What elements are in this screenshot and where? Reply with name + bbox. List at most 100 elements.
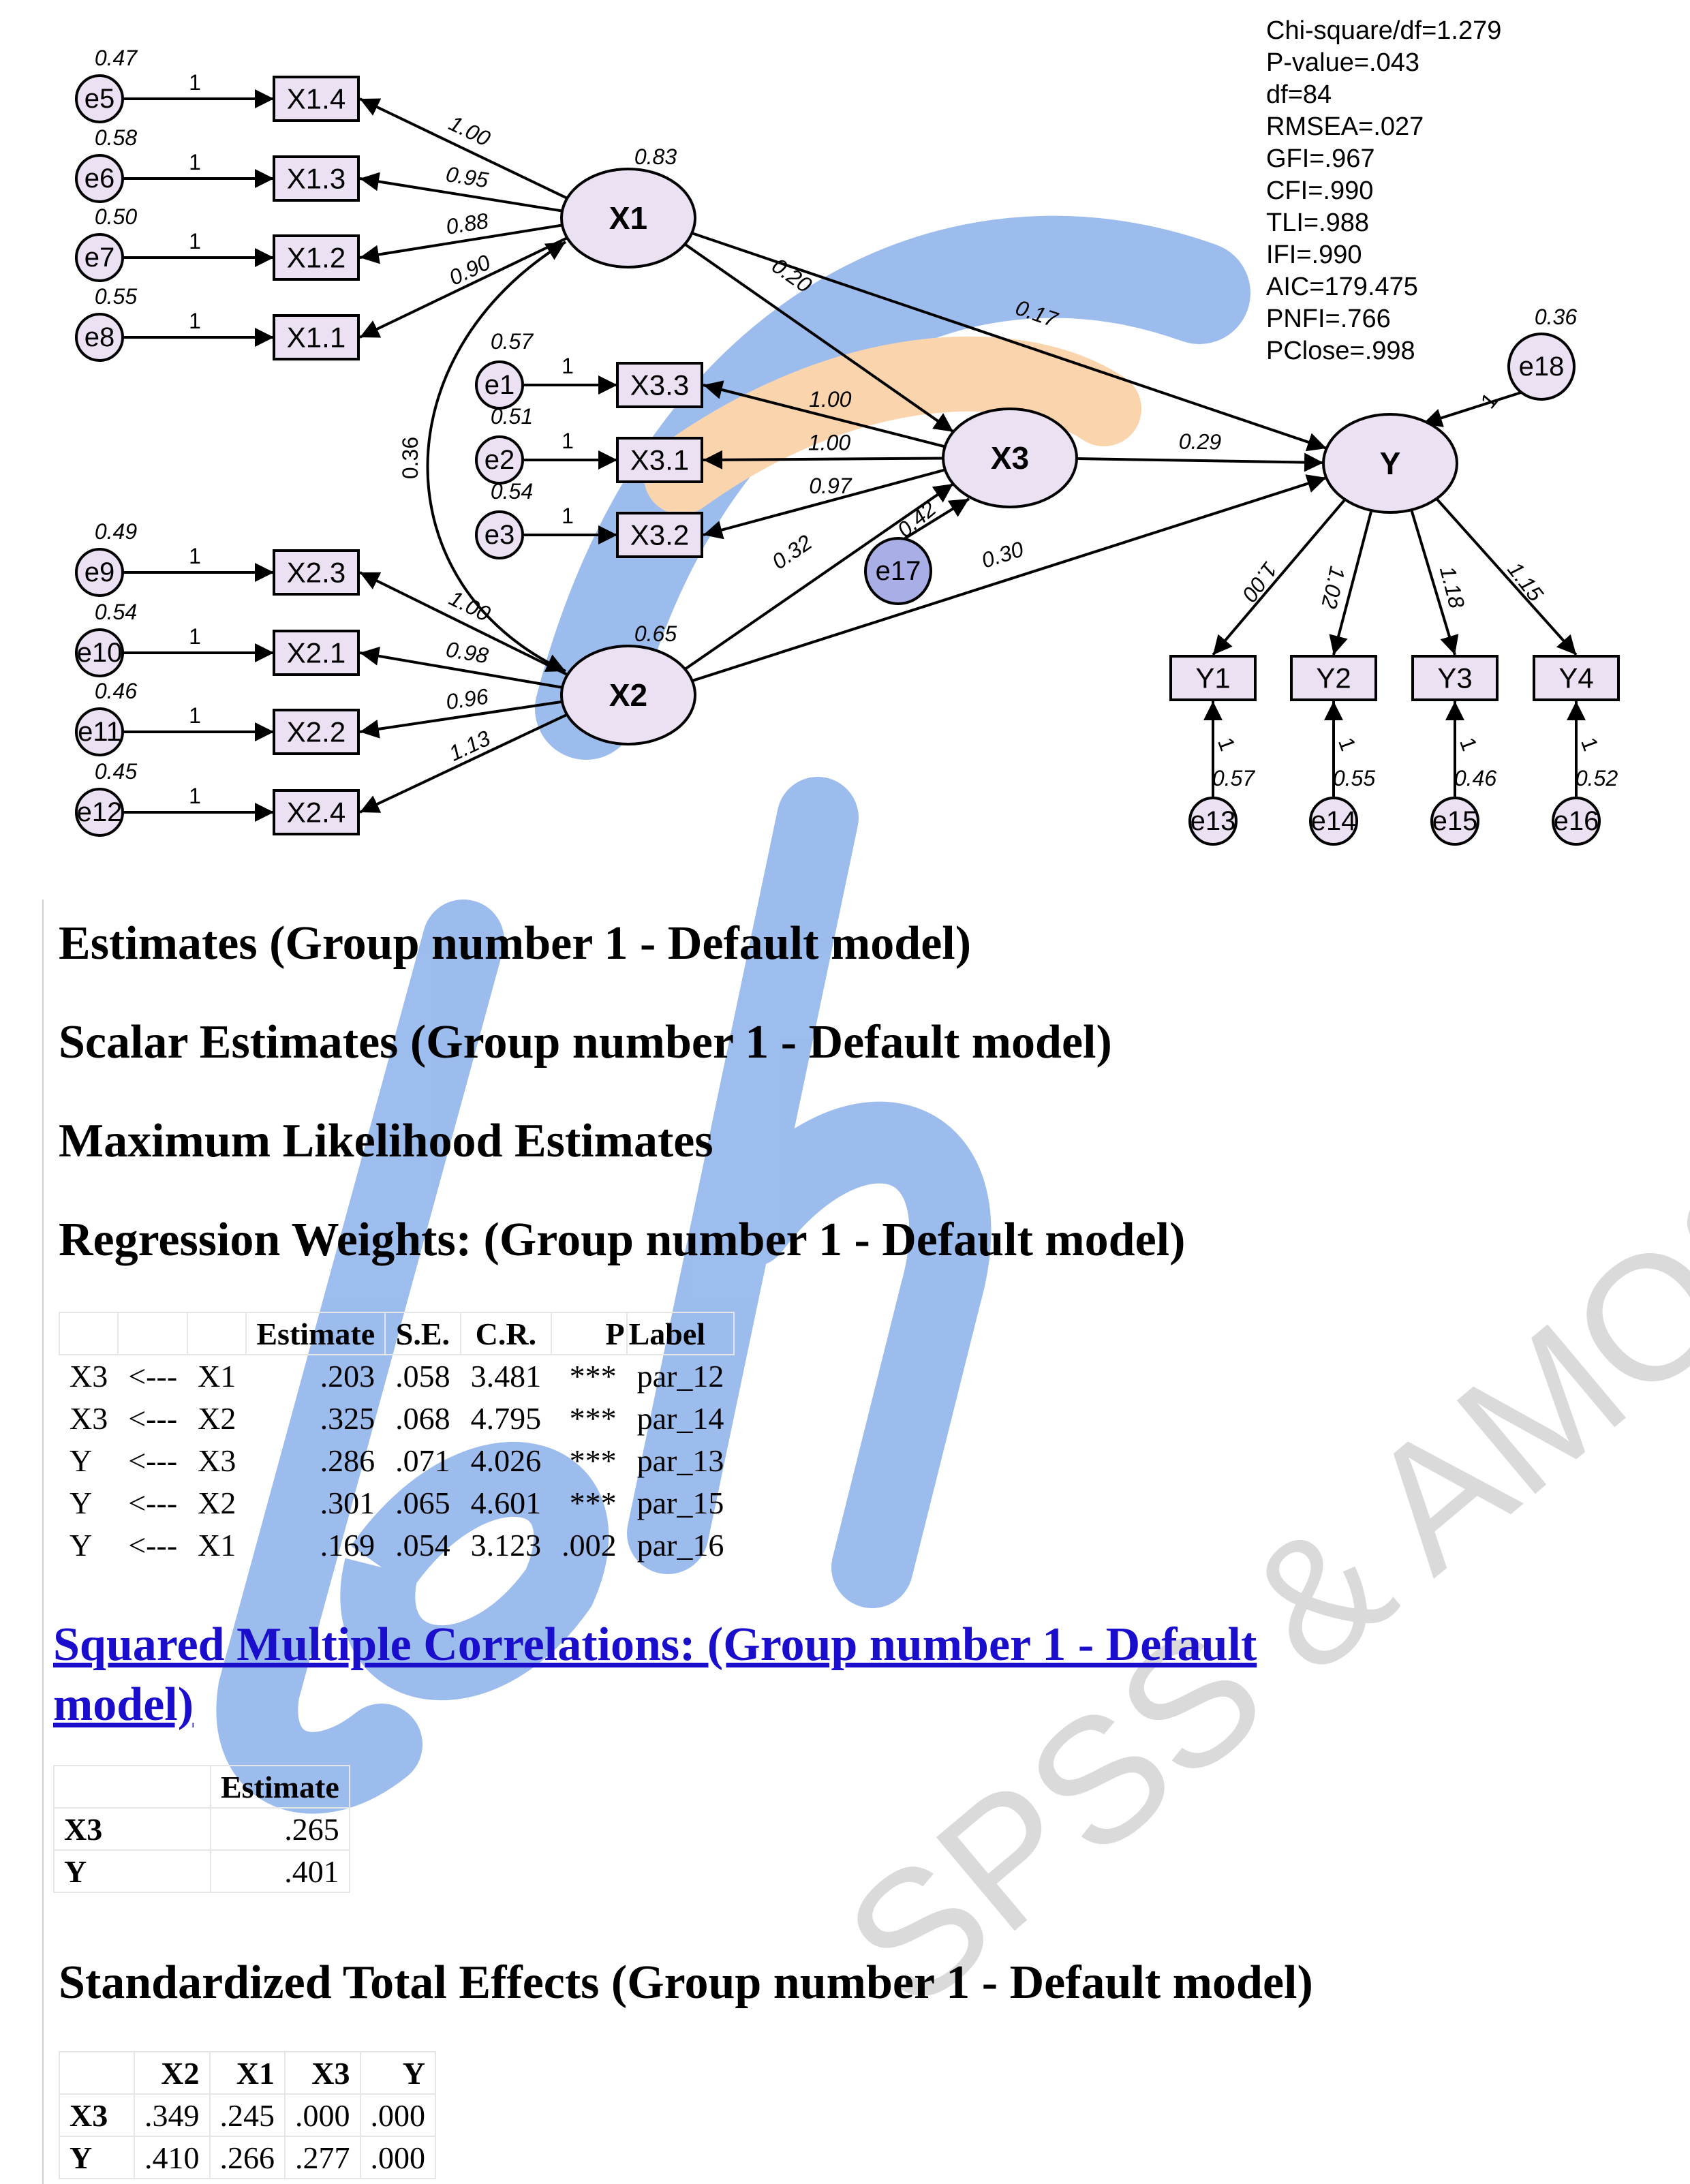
indicator-label: X2.1	[287, 637, 345, 669]
cell: .401	[210, 1849, 350, 1893]
error-term	[75, 74, 124, 123]
loading-path	[359, 97, 568, 200]
cell: .410	[134, 2136, 211, 2179]
error-term	[75, 628, 124, 677]
col-header: X1	[209, 2051, 286, 2095]
error-variance-label: 0.50	[95, 204, 137, 229]
watermark-arc-orange	[644, 336, 1141, 514]
indicator-label: Y4	[1558, 662, 1593, 694]
error-variance-label: 0.46	[1454, 766, 1496, 790]
table-row: X3 .349 .245 .000 .000	[59, 2093, 436, 2137]
loading-path	[359, 236, 568, 339]
cell: ***	[569, 1443, 617, 1478]
cell: X1	[198, 1358, 236, 1394]
cell: X1	[198, 1527, 236, 1563]
col-header	[58, 1312, 119, 1355]
cell: 4.026	[470, 1443, 542, 1478]
cell: 3.123	[470, 1527, 542, 1563]
error-variance-label: 0.54	[95, 600, 137, 624]
watermark-arc-blue	[535, 215, 1250, 760]
cell: X3	[198, 1443, 236, 1478]
indicator-box	[1169, 655, 1257, 701]
cell: .301	[320, 1485, 375, 1520]
cell: .068	[395, 1400, 450, 1436]
error-term	[75, 548, 124, 597]
left-border	[42, 899, 44, 2184]
loading-path	[703, 468, 946, 540]
heading-standardized-total-effects: Standardized Total Effects (Group number…	[59, 1956, 1313, 2009]
error-label: e5	[84, 84, 115, 114]
error-term	[1188, 797, 1238, 846]
indicator-label: X2.2	[287, 716, 345, 748]
fit-stat: AIC=179.475	[1266, 273, 1418, 301]
fit-stat: IFI=.990	[1266, 241, 1362, 269]
loading-path	[1212, 498, 1347, 656]
loading-path	[359, 713, 568, 814]
cell: .286	[320, 1443, 375, 1478]
error-label: e18	[1519, 352, 1565, 382]
indicator-label: X3.2	[630, 519, 689, 551]
heading-regression-weights: Regression Weights: (Group number 1 - De…	[59, 1214, 1186, 1266]
error-label: e2	[485, 445, 515, 475]
error-term	[1507, 333, 1576, 401]
path-coefficient-label: 0.17	[1013, 295, 1062, 332]
cell: X3	[70, 1358, 108, 1394]
fit-stat: PClose=.998	[1266, 337, 1415, 365]
cell: 4.795	[470, 1400, 542, 1436]
error-label: e15	[1432, 806, 1478, 836]
col-header	[53, 1765, 211, 1809]
loading-path	[359, 224, 563, 264]
fit-stat: P-value=.043	[1266, 48, 1419, 77]
col-header	[187, 1312, 247, 1355]
row-label: Y	[53, 1849, 211, 1893]
cell: .002	[562, 1527, 617, 1563]
error-label: e14	[1311, 806, 1357, 836]
col-header	[59, 2051, 135, 2095]
fixed-weight-label: 1	[562, 354, 574, 378]
cell: <---	[128, 1358, 178, 1394]
col-header-se: S.E.	[384, 1312, 461, 1355]
cell: par_13	[636, 1443, 724, 1478]
latent-variance-label: 0.83	[634, 144, 677, 169]
indicator-box	[273, 709, 360, 755]
cell: .065	[395, 1485, 450, 1520]
fit-stat: GFI=.967	[1266, 144, 1375, 173]
fixed-weight-label: 1	[562, 429, 574, 453]
loading-label: 0.96	[444, 683, 490, 714]
path-x2-x3	[684, 482, 954, 671]
r-squared-label: 0.42	[893, 496, 941, 542]
smc-heading-link[interactable]: Squared Multiple Correlations: (Group nu…	[53, 1618, 1257, 1731]
cell: X2	[198, 1485, 236, 1520]
heading-ml-estimates: Maximum Likelihood Estimates	[59, 1115, 713, 1167]
error-term	[1552, 797, 1601, 846]
fixed-weight-label: 1	[562, 504, 574, 528]
latent-variance-label: 0.65	[634, 621, 677, 646]
covariance-x1-x2	[426, 241, 567, 673]
indicator-label: X3.1	[630, 444, 689, 476]
error-term	[1309, 797, 1358, 846]
col-header-estimate: Estimate	[210, 1765, 350, 1809]
table-row: X3 .265	[53, 1807, 350, 1851]
standardized-total-effects-table: X2 X1 X3 Y X3 .349 .245 .000 .000 Y .410…	[59, 2051, 436, 2179]
cell: 4.601	[470, 1485, 542, 1520]
loading-label: 1.00	[1238, 557, 1282, 606]
fit-stat: TLI=.988	[1266, 209, 1370, 237]
indicator-box	[273, 789, 360, 835]
loading-path	[1329, 510, 1373, 656]
fixed-weight-label: 1	[189, 229, 201, 253]
squared-multiple-correlations-table: Estimate X3 .265 Y .401	[53, 1765, 350, 1893]
error-label: e3	[485, 520, 515, 550]
error-term	[75, 233, 124, 282]
col-header: X3	[284, 2051, 361, 2095]
col-header: Y	[359, 2051, 436, 2095]
indicator-label: X1.3	[287, 163, 345, 195]
indicator-label: Y2	[1316, 662, 1351, 694]
watermark-letter-e	[340, 1442, 609, 1701]
cell: .071	[395, 1443, 450, 1478]
fixed-weight-label: 1	[189, 70, 201, 95]
cell: par_12	[636, 1358, 724, 1394]
error-label: e9	[84, 557, 115, 587]
